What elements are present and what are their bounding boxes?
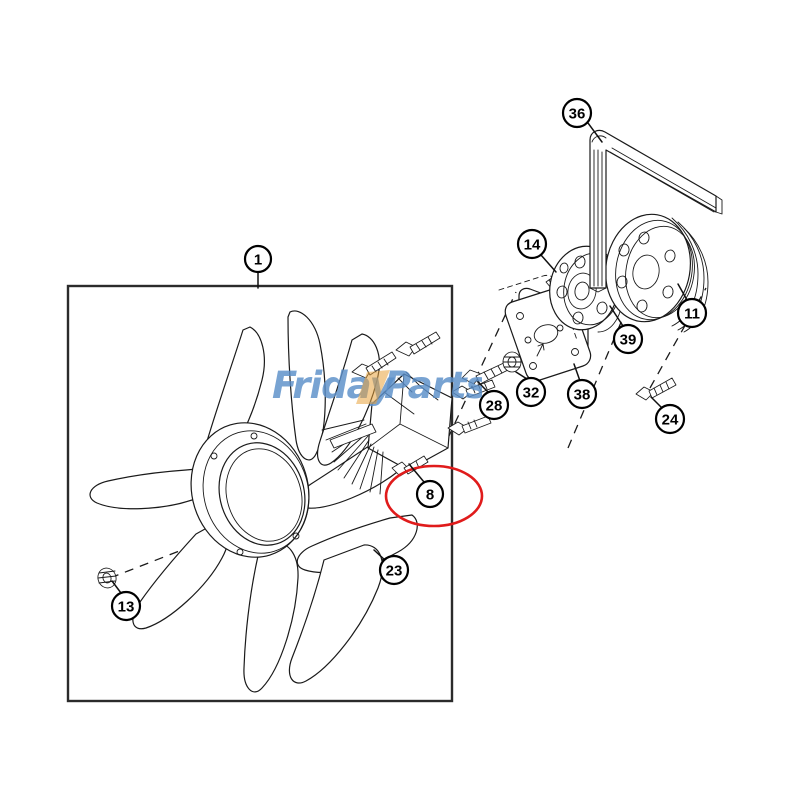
callout-layer: 1 36 14 11 39 38 32	[110, 97, 708, 622]
callout-bubble-14[interactable]	[516, 228, 548, 260]
callout-bubble-24[interactable]	[654, 403, 686, 435]
hub-alignment-axis	[567, 319, 623, 449]
callout-bubble-38[interactable]	[566, 378, 598, 410]
callout-leader-28	[476, 380, 490, 394]
callout-label-13: 13	[118, 599, 135, 616]
fan-hub-bolt-hole	[210, 452, 218, 460]
callout-bubble-32[interactable]	[515, 376, 547, 408]
callout-bubble-39[interactable]	[612, 323, 644, 355]
callout-leader-24	[650, 396, 663, 409]
callout-leader-11	[677, 283, 688, 301]
callout-label-14: 14	[524, 237, 541, 254]
callout-label-38: 38	[574, 387, 591, 404]
fan-hub-bore-inner	[225, 448, 303, 542]
callout-leader-38	[573, 363, 581, 382]
callout-bubble-28[interactable]	[478, 389, 510, 421]
pulley-to-screw-axis	[649, 287, 707, 389]
callout-leader-32	[515, 371, 528, 380]
callout-bubble-1[interactable]	[243, 244, 273, 274]
callout-label-24: 24	[662, 412, 679, 429]
callout-label-28: 28	[486, 398, 503, 415]
callout-bubble-11[interactable]	[676, 297, 708, 329]
fan-hub-bolt-hole	[292, 532, 300, 540]
callout-bubble-8[interactable]	[415, 479, 445, 509]
fan-hub-bolt-hole	[236, 548, 244, 556]
callout-bubble-23[interactable]	[378, 554, 410, 586]
callout-leader-39	[609, 305, 624, 327]
lock-washer	[502, 351, 522, 373]
drive-belt	[589, 129, 723, 293]
callout-leader-13	[111, 580, 122, 594]
callout-label-23: 23	[386, 563, 403, 580]
callout-label-32: 32	[523, 385, 540, 402]
callout-label-8: 8	[426, 487, 434, 504]
callout-label-11: 11	[684, 306, 700, 323]
fan-hub-rim	[202, 430, 310, 554]
fan-retaining-nut	[97, 567, 117, 589]
cap-screw	[635, 377, 677, 401]
fan-assembly-enclosure	[66, 284, 454, 703]
cooling-fan-blade	[89, 310, 418, 693]
callout-label-1: 1	[254, 252, 262, 269]
callout-bubble-13[interactable]	[110, 590, 142, 622]
callout-leader-8	[408, 463, 425, 483]
fan-hub-bore	[218, 442, 306, 546]
selected-part-highlight	[384, 464, 484, 528]
spacer-bolt-cluster-right	[447, 379, 496, 436]
spacer-fin-detail	[321, 419, 384, 495]
fan-hub-bolt-hole	[250, 432, 258, 440]
callout-label-36: 36	[569, 106, 586, 123]
callout-label-39: 39	[620, 332, 637, 349]
callout-bubble-36[interactable]	[561, 97, 593, 129]
callout-leader-14	[540, 254, 557, 273]
plate-to-hub-axis	[447, 291, 517, 439]
callout-leader-36	[587, 122, 603, 143]
